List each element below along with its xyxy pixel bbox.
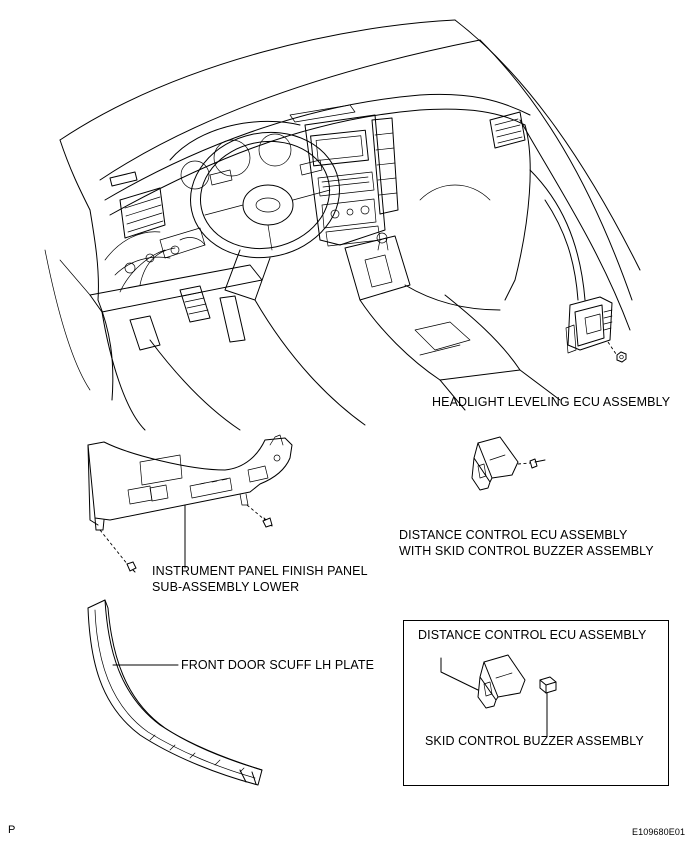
distance-ecu-label-line1: DISTANCE CONTROL ECU ASSEMBLY — [399, 528, 628, 542]
instrument-panel-lower-illustration — [87, 434, 293, 573]
inset-title: DISTANCE CONTROL ECU ASSEMBLY — [418, 628, 647, 642]
inset-ecu-illustration — [440, 654, 557, 737]
scuff-plate-illustration — [87, 599, 263, 786]
distance-ecu-label-line2: WITH SKID CONTROL BUZZER ASSEMBLY — [399, 544, 654, 558]
corner-letter: P — [8, 824, 16, 836]
distance-ecu-illustration — [471, 436, 546, 491]
inset-panel — [403, 620, 669, 786]
scuff-plate-label: FRONT DOOR SCUFF LH PLATE — [181, 658, 375, 672]
headlight-ecu-label: HEADLIGHT LEVELING ECU ASSEMBLY — [432, 395, 671, 409]
figure-code: E109680E01 — [632, 827, 686, 837]
headlight-ecu-illustration — [565, 296, 627, 363]
skid-buzzer-label: SKID CONTROL BUZZER ASSEMBLY — [425, 734, 644, 748]
instrument-panel-label-line2: SUB-ASSEMBLY LOWER — [152, 580, 300, 594]
dashboard-illustration — [44, 19, 641, 431]
instrument-panel-label-line1: INSTRUMENT PANEL FINISH PANEL — [152, 564, 368, 578]
